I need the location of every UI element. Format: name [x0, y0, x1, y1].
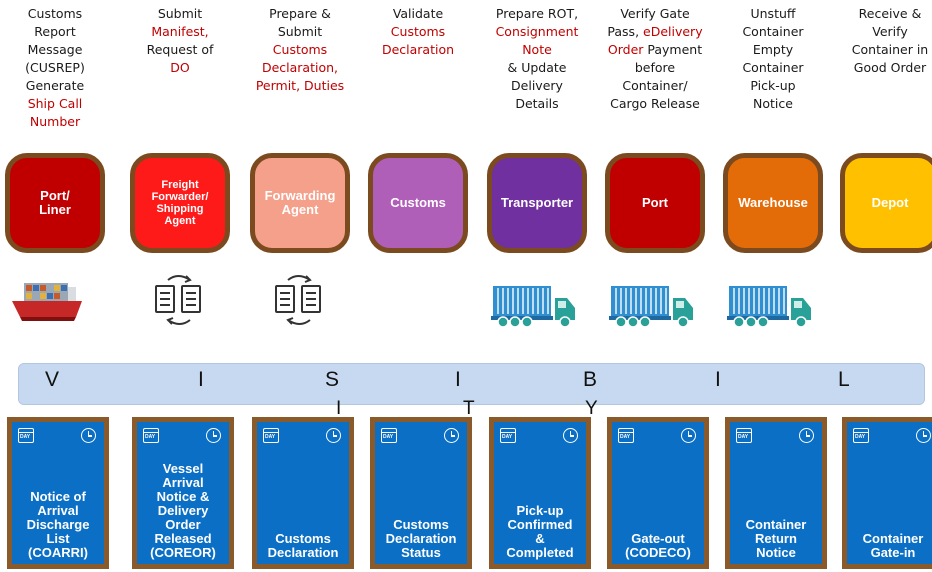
visibility-letter: I [336, 398, 342, 419]
visibility-letter: I [198, 368, 204, 391]
calendar-icon: DAY [143, 428, 159, 443]
calendar-icon: DAY [18, 428, 34, 443]
document-exchange-icon [270, 272, 328, 333]
visibility-letter: T [463, 398, 475, 419]
role-label: Depot [871, 195, 909, 210]
role-label: Port/Liner [39, 188, 71, 217]
visibility-letter: S [325, 368, 340, 391]
clock-icon [799, 428, 814, 443]
calendar-icon: DAY [736, 428, 752, 443]
visibility-letter: L [838, 368, 850, 391]
ship-icon [10, 275, 84, 330]
message-label: Gate-out(CODECO) [625, 531, 691, 560]
role-box-depot: Depot [840, 153, 932, 253]
visibility-letter: I [715, 368, 721, 391]
truck-icon [609, 284, 695, 335]
role-box-port: Port [605, 153, 705, 253]
calendar-icon: DAY [381, 428, 397, 443]
calendar-icon: DAY [618, 428, 634, 443]
message-card: DAY Gate-out(CODECO) [607, 417, 709, 569]
role-label: Port [642, 195, 668, 210]
visibility-letter: V [45, 368, 60, 391]
visibility-letter: B [583, 368, 598, 391]
clock-icon [916, 428, 931, 443]
clock-icon [563, 428, 578, 443]
role-label: Warehouse [738, 195, 808, 210]
role-box-customs: Customs [368, 153, 468, 253]
calendar-icon: DAY [853, 428, 869, 443]
clock-icon [206, 428, 221, 443]
role-label: Customs [390, 195, 446, 210]
clock-icon [326, 428, 341, 443]
role-label: Transporter [500, 195, 574, 210]
visibility-bar [18, 363, 925, 405]
truck-icon [491, 284, 577, 335]
clock-icon [81, 428, 96, 443]
visibility-letter: Y [585, 398, 598, 419]
document-exchange-icon [150, 272, 208, 333]
visibility-letter: I [455, 368, 461, 391]
role-box-warehouse: Warehouse [723, 153, 823, 253]
role-box-port-liner: Port/Liner [5, 153, 105, 253]
role-box-transporter: Transporter [487, 153, 587, 253]
calendar-icon: DAY [263, 428, 279, 443]
clock-icon [444, 428, 459, 443]
clock-icon [681, 428, 696, 443]
calendar-icon: DAY [500, 428, 516, 443]
truck-icon [727, 284, 813, 335]
